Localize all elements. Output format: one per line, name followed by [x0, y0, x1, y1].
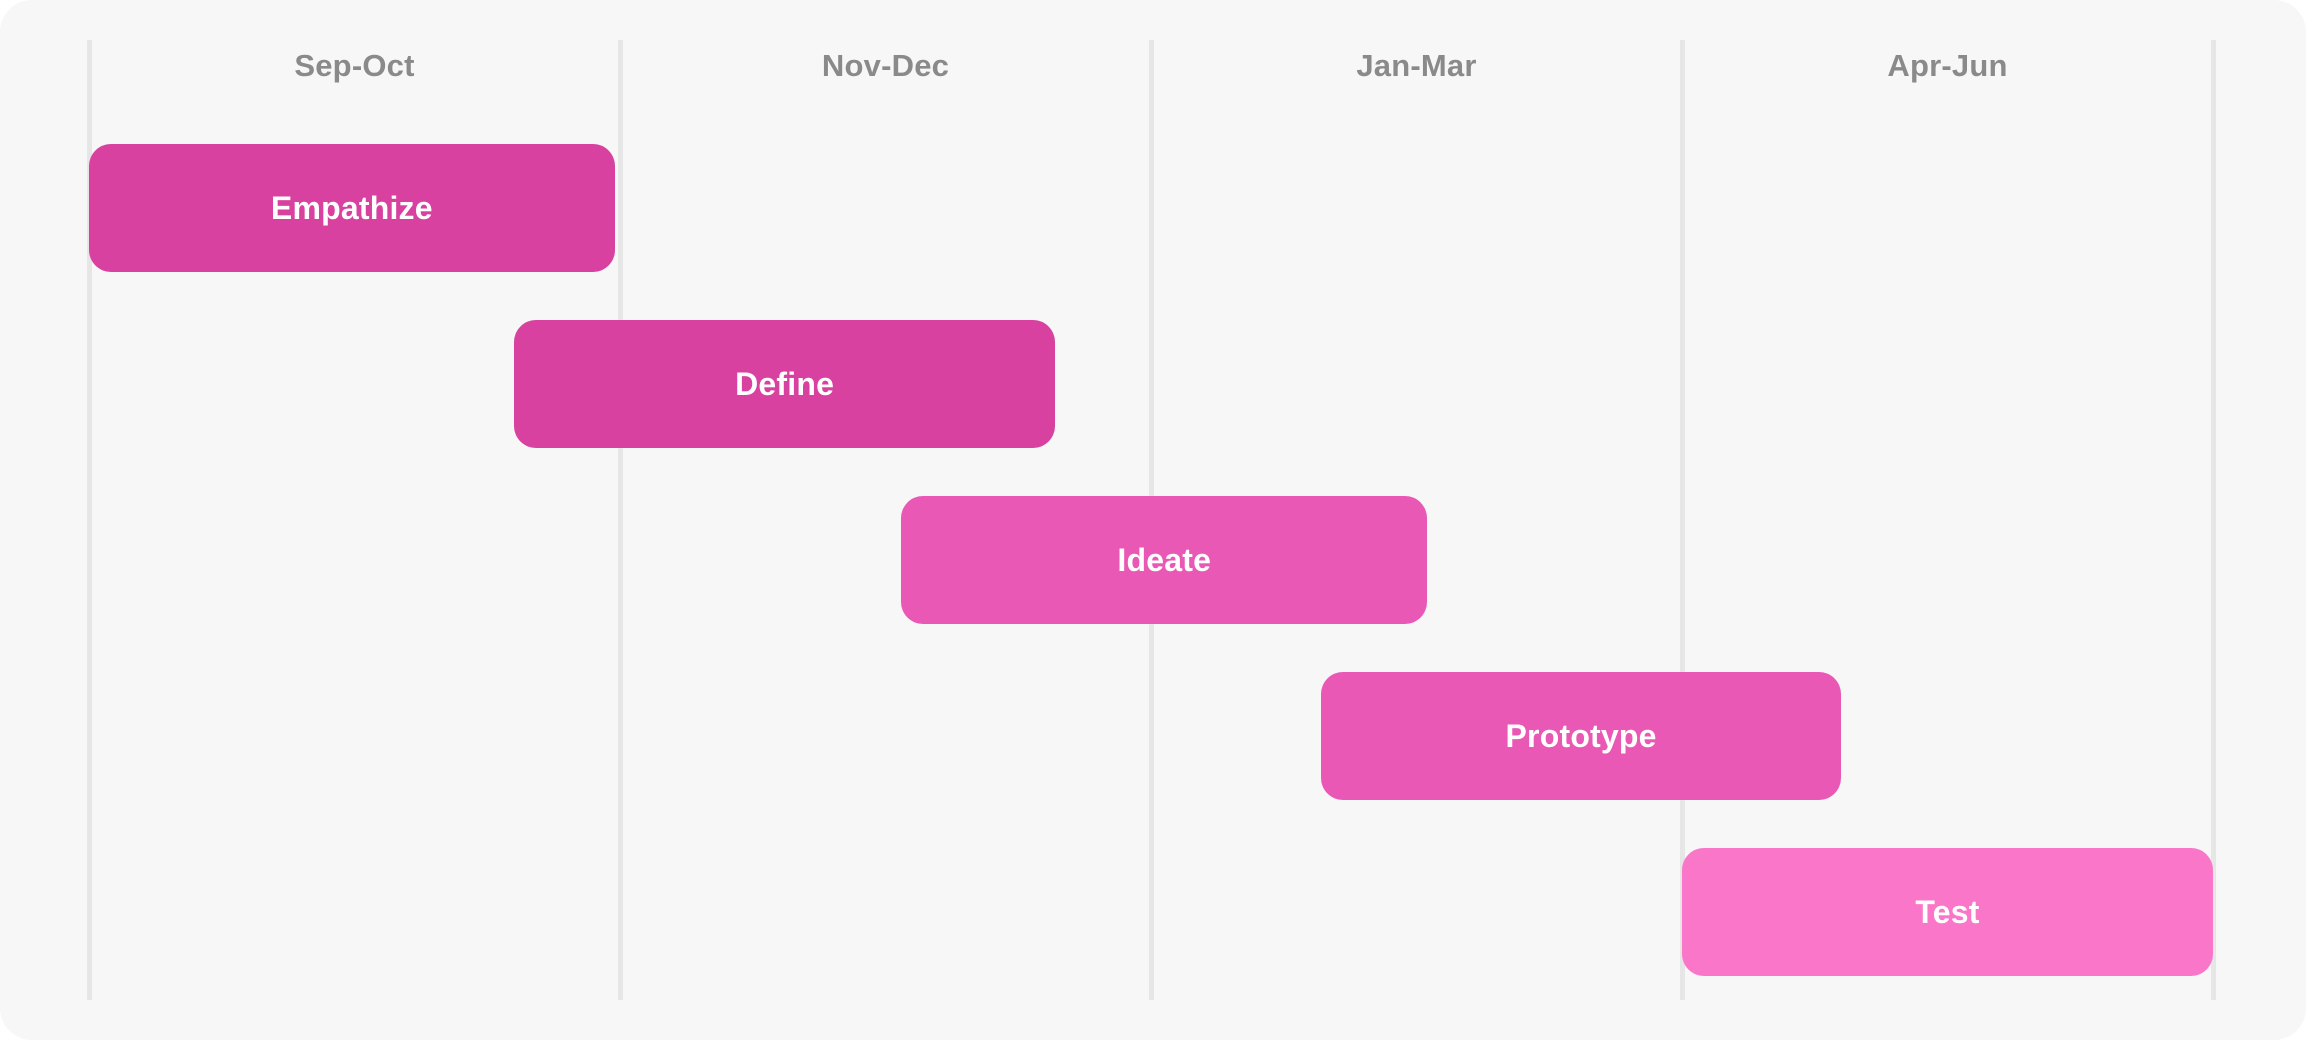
task-bar-label: Ideate: [1117, 541, 1212, 578]
gridline-4: [2211, 40, 2216, 1000]
period-label-1: Nov-Dec: [821, 48, 950, 83]
task-bar-define[interactable]: Define: [513, 320, 1056, 448]
task-bar-label: Define: [735, 365, 835, 402]
gridline-1: [618, 40, 623, 1000]
period-label-3: Apr-Jun: [1887, 48, 2008, 83]
task-bar-label: Prototype: [1505, 717, 1657, 754]
task-bar-prototype[interactable]: Prototype: [1320, 672, 1842, 800]
task-bar-label: Test: [1915, 893, 1980, 930]
period-label-0: Sep-Oct: [294, 48, 415, 83]
task-bar-ideate[interactable]: Ideate: [901, 496, 1428, 624]
task-bar-label: Empathize: [270, 189, 433, 226]
gridline-0: [87, 40, 92, 1000]
task-bar-test[interactable]: Test: [1682, 848, 2213, 976]
period-label-2: Jan-Mar: [1356, 48, 1477, 83]
gridline-3: [1680, 40, 1685, 1000]
task-bar-empathize[interactable]: Empathize: [89, 144, 615, 272]
